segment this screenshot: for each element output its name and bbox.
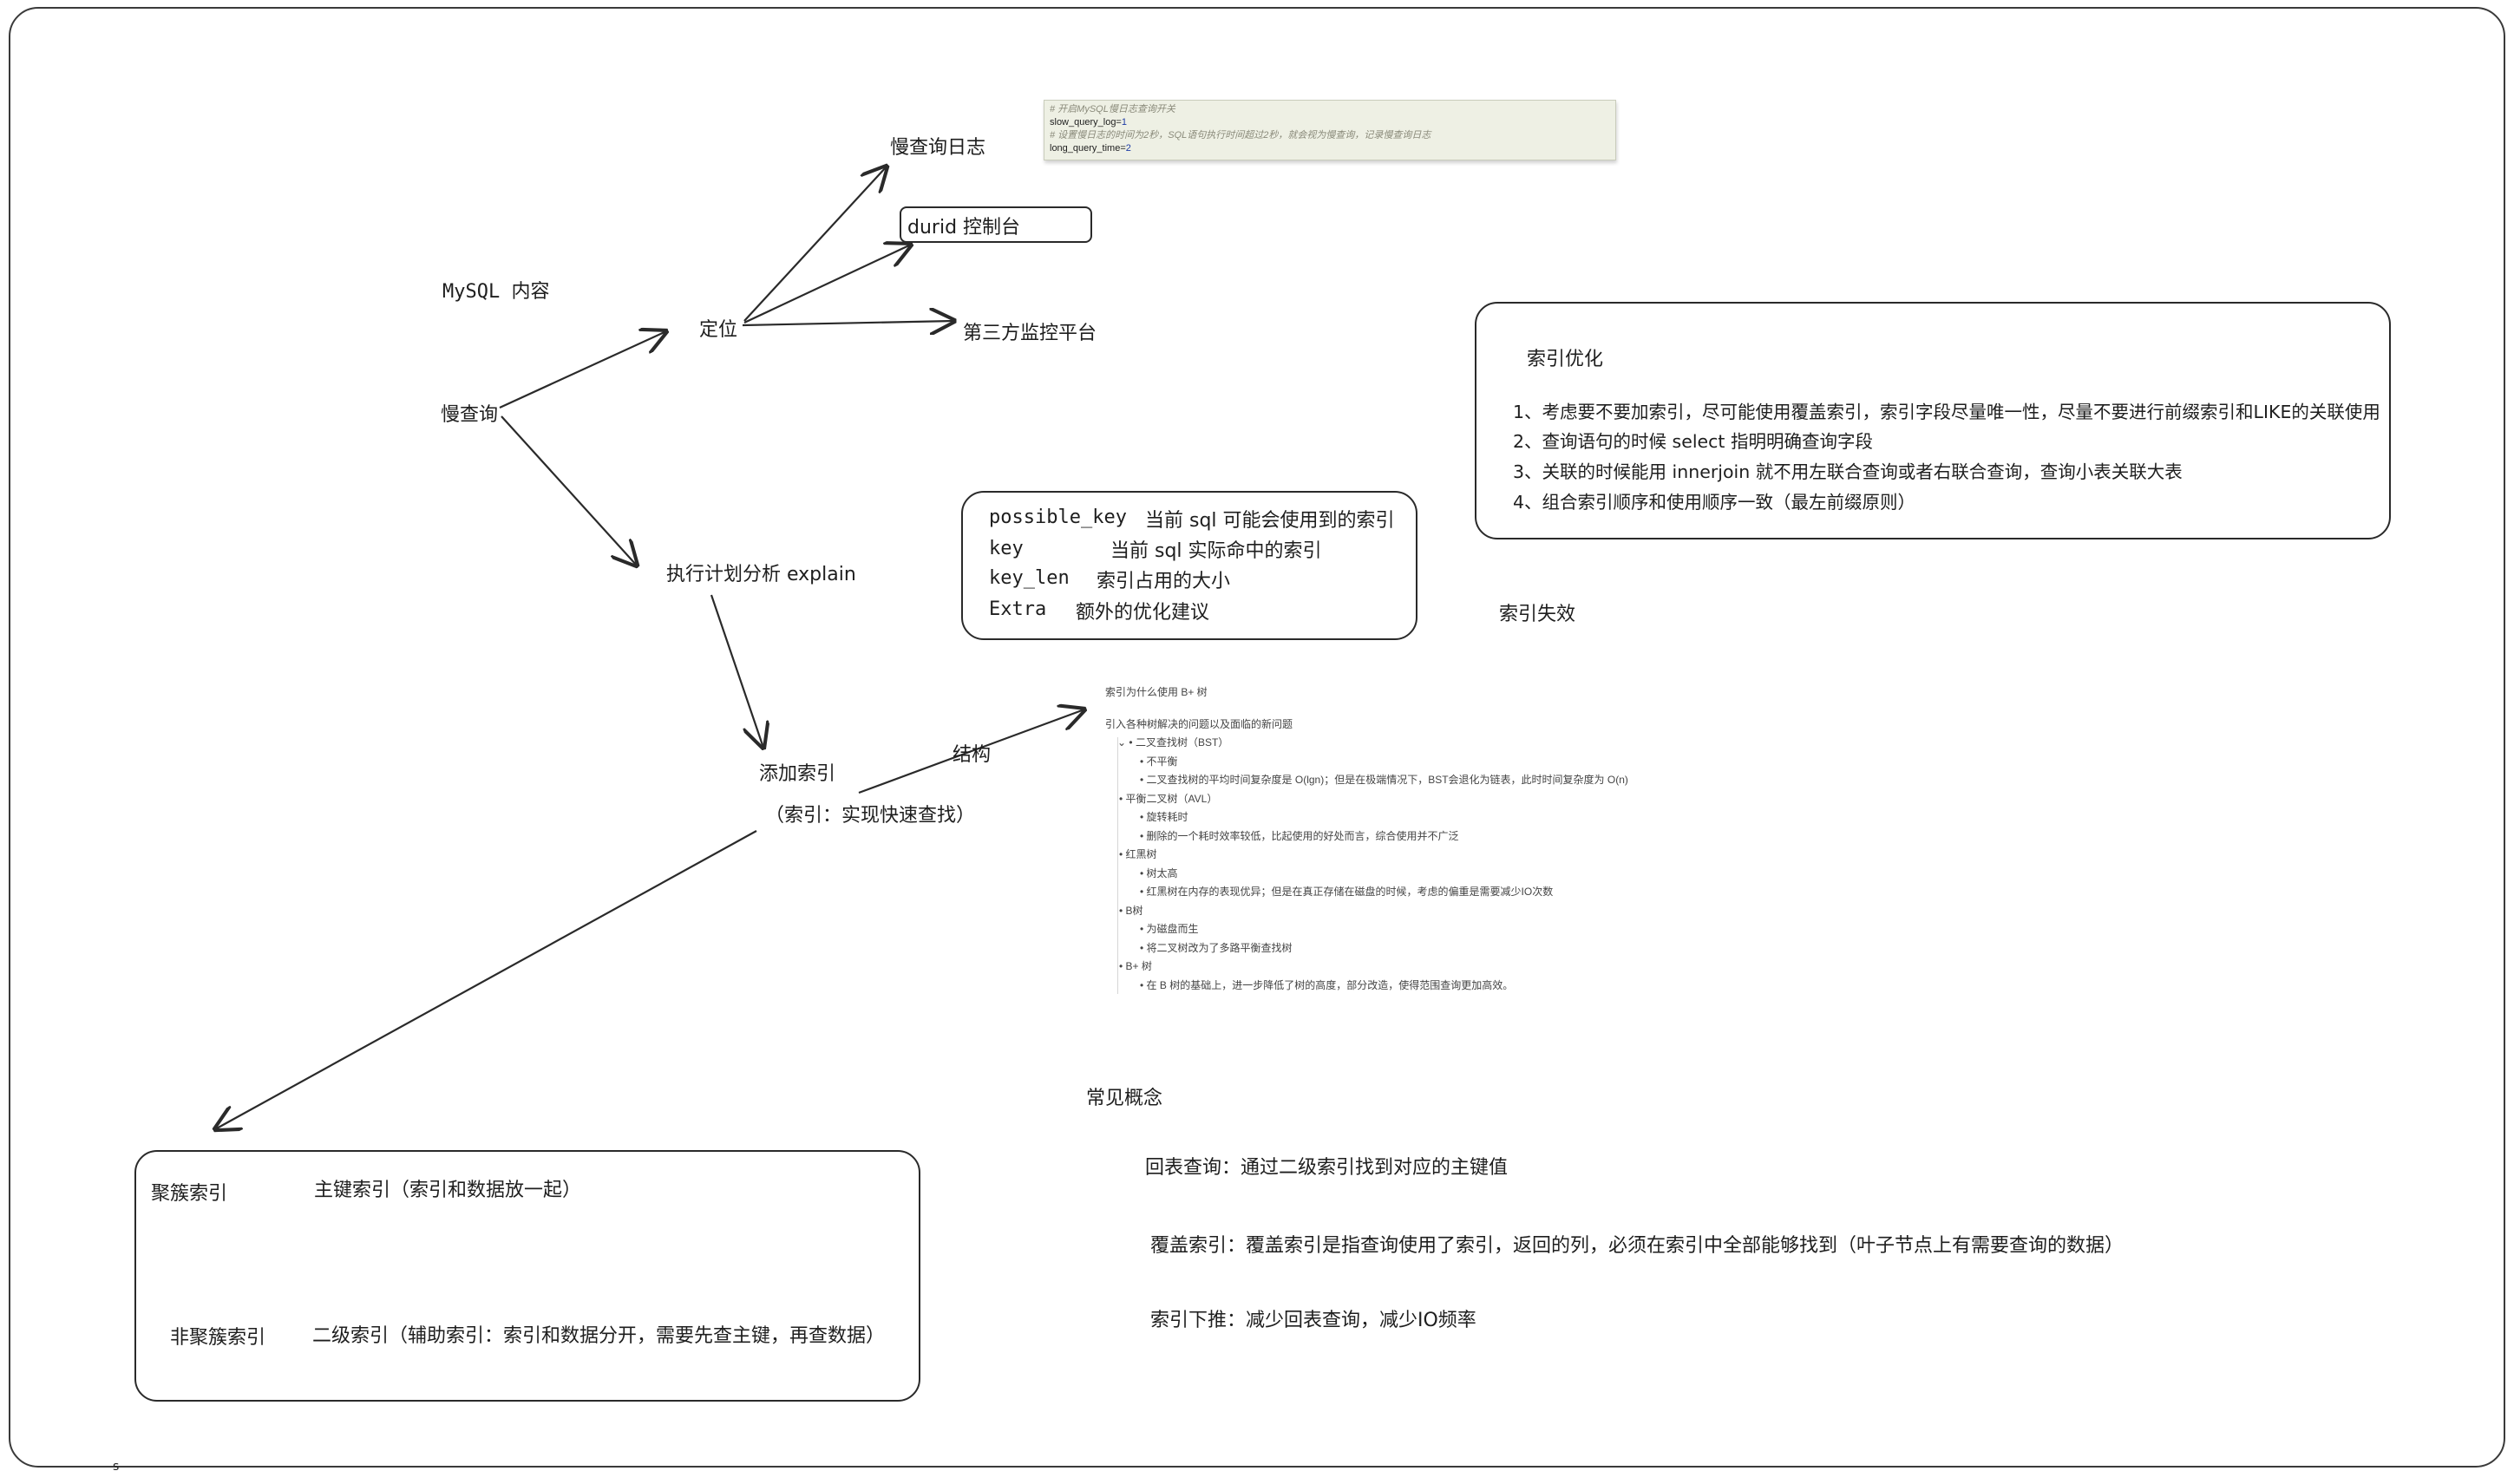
- clustered-index-box: [134, 1150, 920, 1402]
- third-party-node: 第三方监控平台: [963, 323, 1097, 344]
- optimization-item-1: 1、考虑要不要加索引，尽可能使用覆盖索引，索引字段尽量唯一性，尽量不要进行前缀索…: [1513, 402, 2380, 422]
- bplus-intro: 引入各种树解决的问题以及面临的新问题: [1105, 717, 1293, 730]
- bplus-row: • 删除的一个耗时效率较低，比起使用的好处而言，综合使用并不广泛: [1140, 829, 1459, 842]
- code-line-2: slow_query_log=1: [1050, 117, 1127, 127]
- bplus-tree-notes: 索引为什么使用 B+ 树 引入各种树解决的问题以及面临的新问题 ⌄ • 二叉查找…: [1100, 683, 1725, 995]
- arrow-slow-to-explain: [501, 415, 637, 565]
- explain-desc-possible: 当前 sql 可能会使用到的索引: [1145, 510, 1395, 532]
- concept-index-pushdown: 索引下推：减少回表查询，减少IO频率: [1150, 1310, 1476, 1331]
- slow-log-node: 慢查询日志: [890, 137, 986, 159]
- bplus-row: • 平衡二叉树（AVL）: [1119, 792, 1218, 805]
- bplus-row: • 为磁盘而生: [1140, 923, 1199, 935]
- locate-node: 定位: [699, 319, 738, 341]
- code-comment-1: # 开启MySQL慢日志查询开关: [1050, 104, 1175, 114]
- optimization-item-3: 3、关联的时候能用 innerjoin 就不用左联合查询或者右联合查询，查询小表…: [1513, 461, 2183, 482]
- bplus-row: • 树太高: [1140, 866, 1178, 879]
- arrow-locate-to-druid: [743, 245, 911, 324]
- bplus-title: 索引为什么使用 B+ 树: [1105, 686, 1208, 698]
- add-index-subtitle: （索引：实现快速查找）: [765, 805, 976, 827]
- druid-node: durid 控制台: [907, 217, 1021, 239]
- explain-desc-key: 当前 sql 实际命中的索引: [1110, 540, 1322, 562]
- bplus-row: • 在 B 树的基础上，进一步降低了树的高度，部分改造，使得范围查询更加高效。: [1140, 978, 1514, 991]
- arrow-addindex-to-structure: [858, 709, 1084, 794]
- footer-mark: s: [113, 1460, 120, 1474]
- mysql-content-label: MySQL 内容: [442, 281, 550, 303]
- index-optimization-box: [1475, 302, 2391, 539]
- slow-log-config-snippet: # 开启MySQL慢日志查询开关 slow_query_log=1 # 设置慢日…: [1044, 100, 1616, 160]
- concept-back-table: 回表查询：通过二级索引找到对应的主键值: [1145, 1157, 1509, 1179]
- clustered-desc: 主键索引（索引和数据放一起）: [314, 1180, 582, 1201]
- code-comment-2: # 设置慢日志的时间为2秒，SQL语句执行时间超过2秒，就会视为慢查询，记录慢查…: [1050, 130, 1431, 141]
- optimization-title: 索引优化: [1527, 349, 1604, 370]
- nonclustered-label: 非聚簇索引: [170, 1327, 266, 1349]
- bplus-row: ⌄ • 二叉查找树（BST）: [1117, 736, 1229, 749]
- slow-query-node: 慢查询: [441, 404, 499, 426]
- add-index-node: 添加索引: [759, 763, 836, 785]
- structure-label: 结构: [953, 744, 992, 766]
- bplus-row: • 红黑树在内存的表现优异；但是在真正存储在磁盘的时候，考虑的偏重是需要减少IO…: [1140, 886, 1554, 898]
- code-line-4: long_query_time=2: [1050, 143, 1131, 154]
- optimization-item-4: 4、组合索引顺序和使用顺序一致（最左前缀原则）: [1513, 492, 1916, 513]
- arrow-slow-to-locate: [499, 331, 666, 409]
- bplus-row: • 将二叉树改为了多路平衡查找树: [1140, 941, 1293, 954]
- explain-key-possible: possible_key: [989, 507, 1127, 528]
- explain-fields-box: [961, 491, 1417, 640]
- explain-key-key: key: [989, 538, 1024, 559]
- druid-box: [900, 206, 1092, 243]
- canvas-frame: [9, 7, 2505, 1468]
- bplus-row: • B树: [1119, 904, 1143, 917]
- bplus-row: • 二叉查找树的平均时间复杂度是 O(lgn)；但是在极端情况下，BST会退化为…: [1140, 774, 1628, 786]
- explain-desc-extra: 额外的优化建议: [1076, 602, 1210, 624]
- explain-key-keylen: key_len: [989, 567, 1070, 589]
- tree-guide-line: [1117, 737, 1118, 994]
- explain-desc-keylen: 索引占用的大小: [1097, 571, 1231, 592]
- arrow-addindex-to-clustered: [215, 830, 757, 1129]
- concept-covering-index: 覆盖索引：覆盖索引是指查询使用了索引，返回的列，必须在索引中全部能够找到（叶子节…: [1150, 1235, 2124, 1257]
- arrow-explain-to-addindex: [710, 594, 763, 748]
- bplus-row: • 红黑树: [1119, 848, 1157, 860]
- arrow-locate-to-slowlog: [743, 167, 887, 322]
- explain-node: 执行计划分析 explain: [666, 564, 856, 585]
- index-fail-label: 索引失效: [1499, 604, 1576, 625]
- arrow-locate-to-third: [742, 321, 954, 325]
- explain-key-extra: Extra: [989, 598, 1047, 620]
- common-concepts-heading: 常见概念: [1086, 1088, 1163, 1109]
- nonclustered-desc: 二级索引（辅助索引：索引和数据分开，需要先查主键，再查数据）: [312, 1325, 886, 1347]
- bplus-row: • 旋转耗时: [1140, 811, 1188, 823]
- optimization-item-2: 2、查询语句的时候 select 指明明确查询字段: [1513, 431, 1873, 452]
- clustered-label: 聚簇索引: [151, 1183, 228, 1205]
- bplus-row: • 不平衡: [1140, 755, 1178, 768]
- bplus-row: • B+ 树: [1119, 960, 1152, 972]
